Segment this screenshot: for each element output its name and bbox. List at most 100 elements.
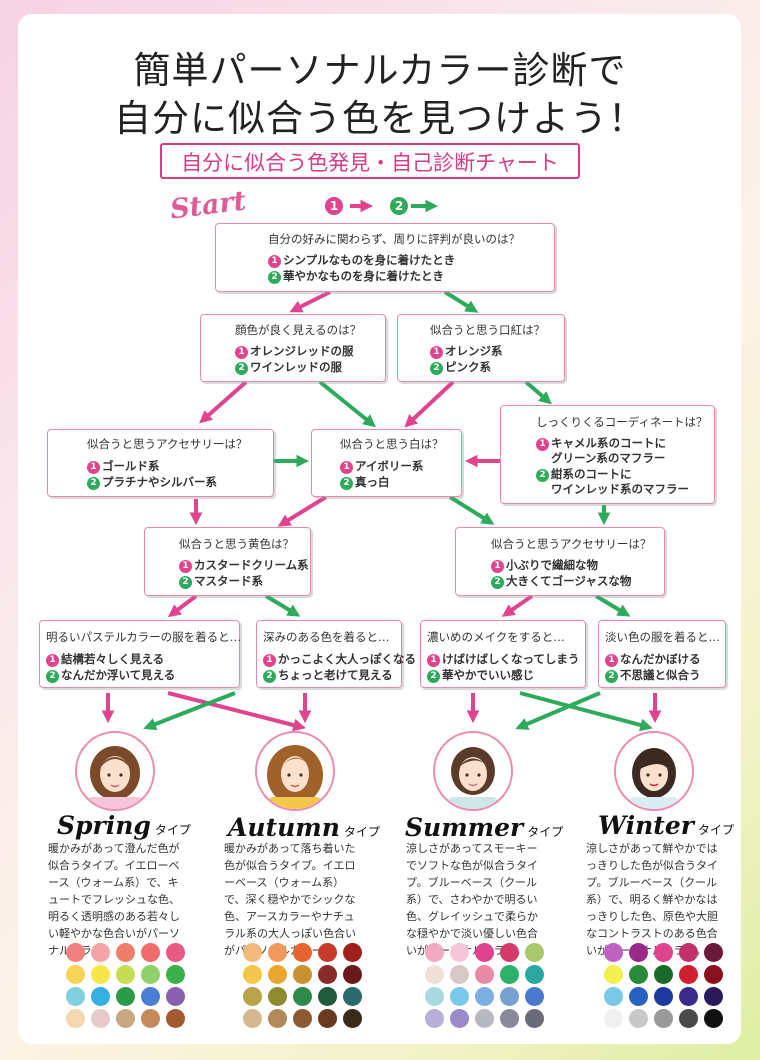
question-text: 自分の好みに関わらず、周りに評判が良いのは？ [268, 232, 520, 246]
color-swatch [141, 965, 160, 984]
color-swatch [343, 1009, 362, 1028]
question-text: しっくりくるコーディネートは？ [536, 415, 708, 429]
color-swatch [318, 965, 337, 984]
color-swatch [475, 943, 494, 962]
color-swatch [91, 1009, 110, 1028]
color-swatch [268, 1009, 287, 1028]
chart-subtitle: 自分に似合う色発見・自己診断チャート [160, 143, 580, 179]
color-swatch [141, 1009, 160, 1028]
spring-palette [66, 943, 194, 1028]
color-swatch [243, 943, 262, 962]
color-swatch [66, 1009, 85, 1028]
option-1-cont: グリーン系のマフラー [551, 451, 666, 465]
color-swatch [629, 987, 648, 1006]
color-swatch [500, 943, 519, 962]
badge-2: 2 [430, 362, 443, 375]
summer-palette [425, 943, 553, 1028]
badge-2: 2 [427, 670, 440, 683]
spring-description: 暖かみがあって澄んだ色が似合うタイプ。イエローベース（ウォーム系）で、キュートで… [48, 842, 180, 957]
color-swatch [293, 987, 312, 1006]
color-swatch [525, 943, 544, 962]
color-swatch [425, 943, 444, 962]
color-swatch [268, 943, 287, 962]
badge-1: 1 [263, 654, 276, 667]
color-swatch [425, 987, 444, 1006]
color-swatch [704, 1009, 723, 1028]
color-swatch [629, 965, 648, 984]
badge-1: 1 [235, 346, 248, 359]
color-swatch [66, 965, 85, 984]
color-swatch [604, 943, 623, 962]
color-swatch [525, 1009, 544, 1028]
color-swatch [268, 987, 287, 1006]
color-swatch [91, 965, 110, 984]
color-swatch [116, 987, 135, 1006]
color-swatch [91, 987, 110, 1006]
color-swatch [166, 965, 185, 984]
color-swatch [243, 1009, 262, 1028]
color-swatch [318, 943, 337, 962]
color-swatch [343, 943, 362, 962]
badge-1: 1 [430, 346, 443, 359]
color-swatch [66, 987, 85, 1006]
summer-avatar [433, 731, 513, 811]
color-swatch [293, 965, 312, 984]
question-text: 淡い色の服を着ると… [605, 630, 720, 644]
badge-2: 2 [536, 469, 549, 482]
question-text: 濃いめのメイクをすると… [427, 630, 565, 644]
color-swatch [654, 943, 673, 962]
winter-avatar [614, 731, 694, 811]
winter-palette [604, 943, 732, 1028]
color-swatch [450, 987, 469, 1006]
color-swatch [166, 943, 185, 962]
color-swatch [318, 1009, 337, 1028]
color-swatch [604, 1009, 623, 1028]
color-swatch [500, 987, 519, 1006]
color-swatch [679, 1009, 698, 1028]
badge-2: 2 [263, 670, 276, 683]
badge-1: 1 [427, 654, 440, 667]
color-swatch [654, 1009, 673, 1028]
color-swatch [629, 1009, 648, 1028]
color-swatch [166, 1009, 185, 1028]
page-title-line1: 簡単パーソナルカラー診断で [133, 49, 627, 92]
color-swatch [91, 943, 110, 962]
badge-2: 2 [491, 576, 504, 589]
color-swatch [475, 987, 494, 1006]
color-swatch [425, 965, 444, 984]
badge-2: 2 [235, 362, 248, 375]
color-swatch [604, 965, 623, 984]
question-text: 似合うと思うアクセサリーは？ [87, 437, 248, 451]
badge-1: 1 [340, 461, 353, 474]
autumn-palette [243, 943, 371, 1028]
legend-badge-2: 2 [390, 197, 408, 215]
